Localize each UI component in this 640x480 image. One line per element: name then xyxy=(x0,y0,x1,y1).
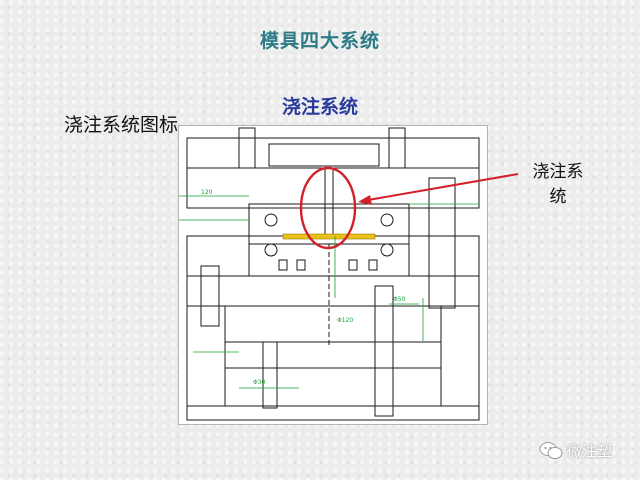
ejector-guide xyxy=(262,341,278,409)
diagram-legend-label: 浇注系统图标 xyxy=(64,114,179,136)
callout-arrow-line xyxy=(367,173,519,201)
runner-yellow xyxy=(282,233,376,240)
dimension-label-4: Φ30 xyxy=(253,379,266,386)
core-hole-left xyxy=(264,243,278,257)
mold-drawing-svg: 120 Φ120 Φ50 Φ30 xyxy=(179,127,480,421)
cavity-hole-right xyxy=(380,213,394,227)
watermark-text: 微注塑 xyxy=(567,442,613,460)
return-pin xyxy=(374,285,394,417)
callout-line-2: 统 xyxy=(549,187,567,207)
section-subtitle: 浇注系统 xyxy=(281,96,358,118)
dimension-label-1: 120 xyxy=(201,189,213,196)
callout-arrow-head xyxy=(358,195,372,205)
gating-system-highlight xyxy=(299,166,357,250)
ejector-plate xyxy=(224,341,442,369)
dimension-label-2: Φ120 xyxy=(337,317,353,324)
wechat-icon xyxy=(539,441,563,459)
dimension-label-3: Φ50 xyxy=(393,296,406,303)
guide-pin-right xyxy=(428,177,456,309)
bottom-clamp-plate xyxy=(186,405,480,421)
callout-line-1: 浇注系 xyxy=(532,162,584,182)
mold-cad-drawing: 120 Φ120 Φ50 Φ30 xyxy=(178,125,488,425)
left-guide-bush xyxy=(200,265,220,327)
callout-label: 浇注系 统 xyxy=(522,160,594,210)
watermark: 微注塑 xyxy=(539,440,612,461)
slide-title: 模具四大系统 xyxy=(259,30,380,52)
support-plate xyxy=(186,275,480,307)
dimension-lines xyxy=(179,195,479,389)
cavity-hole-left xyxy=(264,213,278,227)
core-hole-right xyxy=(380,243,394,257)
top-cavity-block xyxy=(268,143,380,167)
